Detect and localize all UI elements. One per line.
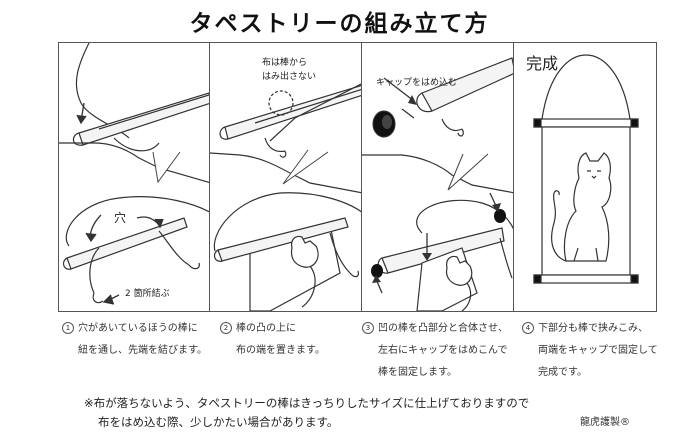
panel-step-3: キャップをはめ込む [361, 42, 514, 312]
page-title: タペストリーの組み立て方 [189, 11, 490, 37]
callout-line-2: はみ出さない [262, 72, 317, 82]
panel-step-2: 布は棒から はみ出さない [209, 42, 362, 312]
step-2-illustration [210, 83, 361, 311]
panel-step-1: 穴 2 箇所結ぶ [58, 42, 210, 312]
caution-note: ※布が落ちないよう、タペストリーの棒はきっちりしたサイズに仕上げておりますので … [84, 394, 529, 432]
step-4-finished-tapestry [533, 54, 639, 284]
hole-label: 穴 [114, 211, 127, 225]
instruction-panels: 穴 2 箇所結ぶ [58, 42, 657, 312]
brand-label: 龍虎護製® [580, 417, 630, 428]
step-3-number: 3 [362, 322, 374, 334]
finished-label: 完成 [526, 54, 559, 73]
step-3-illustration [362, 57, 513, 311]
step-1-number: 1 [62, 322, 74, 334]
note-line-2: 布をはめ込む際、少しかたい場合があります。 [98, 415, 339, 429]
panel-step-4: 完成 [513, 42, 657, 312]
step-1-illustration [59, 43, 209, 305]
cap-callout: キャップをはめ込む [376, 78, 458, 88]
knot-label: 2 箇所結ぶ [125, 289, 170, 299]
step-2-number: 2 [220, 322, 232, 334]
note-line-1: ※布が落ちないよう、タペストリーの棒はきっちりしたサイズに仕上げておりますので [84, 396, 530, 410]
step-4-number: 4 [522, 322, 534, 334]
callout-line-1: 布は棒から [262, 58, 308, 68]
